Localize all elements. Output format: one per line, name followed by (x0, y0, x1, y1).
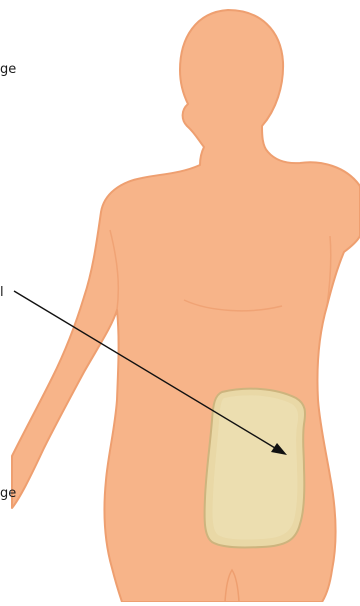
label-fragment-middle: l (0, 285, 4, 301)
body-silhouette (12, 10, 360, 602)
label-fragment-bottom: ge (0, 486, 16, 502)
label-fragment-top: ge (0, 62, 16, 78)
patch-inner-shade (213, 395, 299, 539)
